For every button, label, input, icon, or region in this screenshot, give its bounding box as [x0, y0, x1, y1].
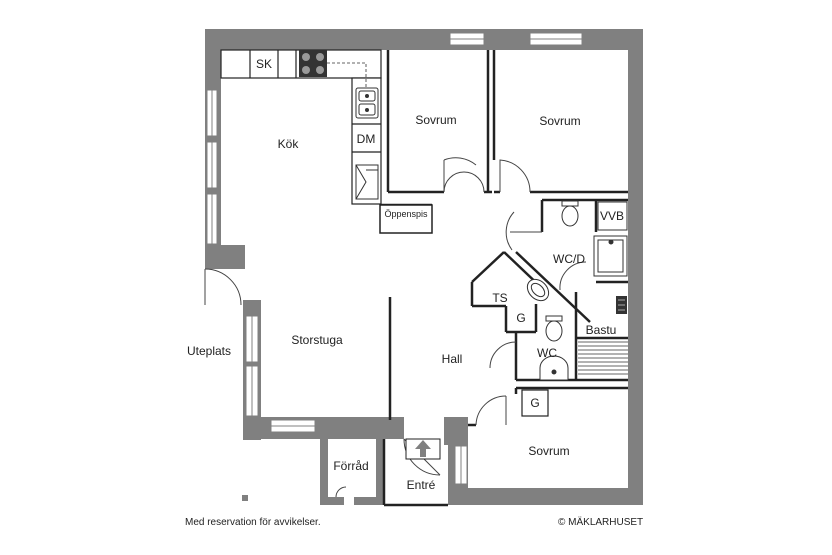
room-label-hall: Hall: [442, 352, 463, 366]
fixture-label-vvb: VVB: [600, 209, 624, 223]
kitchen-appliance: [355, 164, 379, 200]
shower-icon: [593, 235, 628, 277]
fixture-label-oppenspis: Öppenspis: [384, 209, 428, 219]
room-label-storstuga: Storstuga: [291, 333, 343, 347]
sink-icon: [355, 87, 379, 119]
walls: [205, 29, 643, 505]
room-label-kok: Kök: [278, 137, 300, 151]
vvb-box: [597, 201, 628, 231]
scale-marker: [242, 495, 248, 501]
room-label-entre: Entré: [407, 478, 436, 492]
room-label-wc: WC: [537, 346, 557, 360]
sauna-bench: [578, 341, 628, 375]
fixture-label-g-1: G: [516, 311, 525, 325]
copyright-text: © MÄKLARHUSET: [558, 517, 644, 528]
fixture-label-g-2: G: [530, 396, 539, 410]
stove-icon: [299, 50, 327, 77]
fixture-label-dm: DM: [357, 132, 376, 146]
room-label-sovrum-1: Sovrum: [415, 113, 456, 127]
fan-duct: [327, 62, 367, 88]
wc-sink-icon-2: [539, 355, 569, 381]
room-label-sovrum-3: Sovrum: [528, 444, 569, 458]
fixture-label-ts: TS: [492, 291, 507, 305]
room-label-bastu: Bastu: [586, 323, 617, 337]
room-label-sovrum-2: Sovrum: [539, 114, 580, 128]
toilet-icon: [561, 200, 579, 227]
wc-sink-icon: [526, 278, 550, 302]
sauna-heater-icon: [616, 296, 627, 314]
toilet-icon-2: [545, 315, 563, 342]
closets: [521, 389, 549, 417]
room-label-forrad: Förråd: [333, 459, 368, 473]
fixture-label-sk: SK: [256, 57, 272, 71]
disclaimer-text: Med reservation för avvikelser.: [185, 517, 321, 528]
fireplace: [379, 204, 433, 234]
room-label-wcd: WC/D: [553, 252, 585, 266]
entrance-arrow-icon: [405, 438, 441, 460]
room-label-uteplats: Uteplats: [187, 344, 231, 358]
windows: [206, 32, 583, 485]
